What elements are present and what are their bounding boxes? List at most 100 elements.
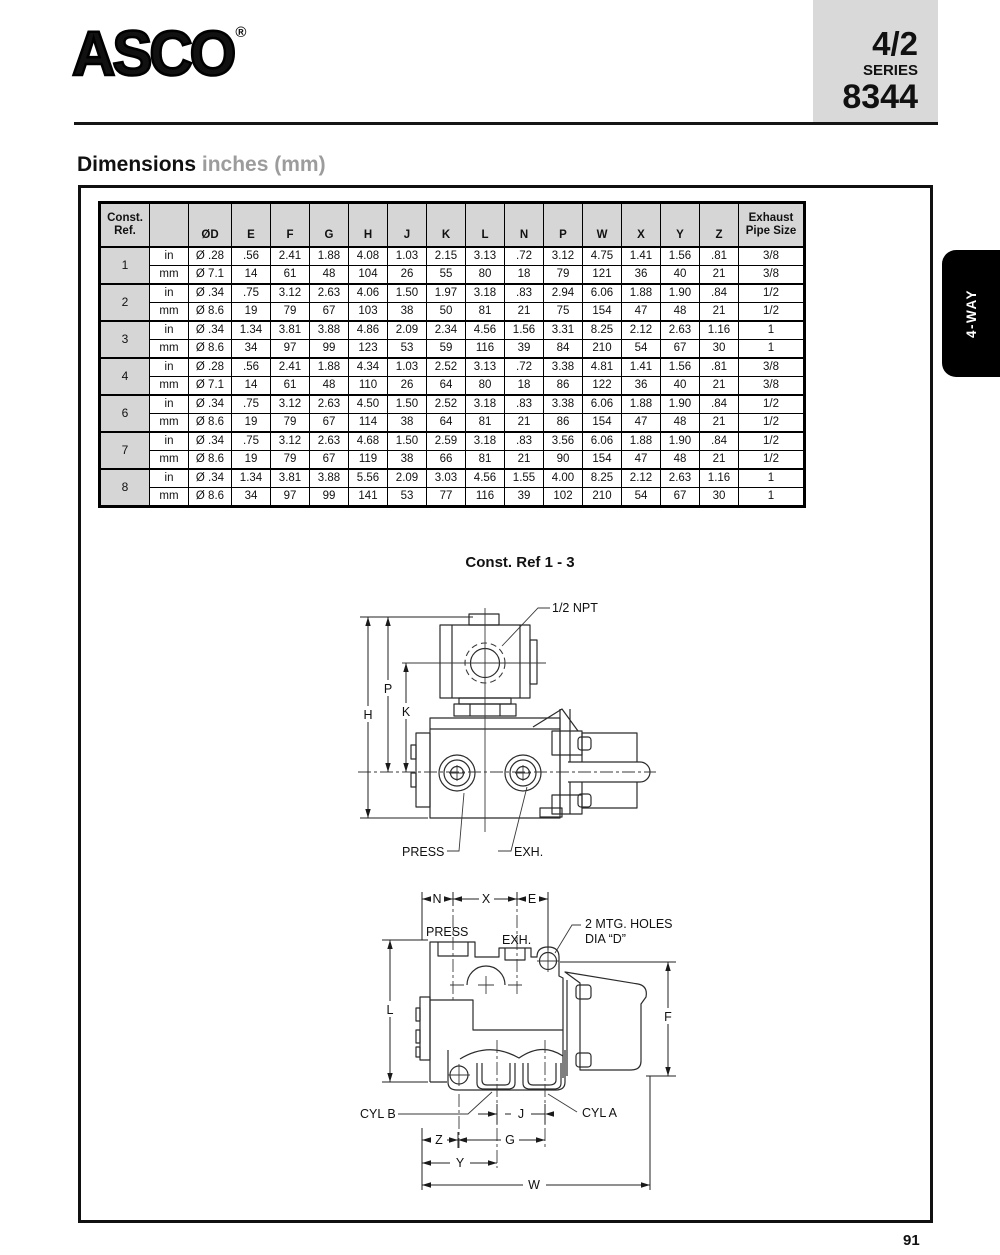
value-cell: 40	[660, 376, 700, 396]
value-cell: 1/2	[738, 302, 805, 322]
value-cell: 1.16	[699, 468, 739, 488]
column-header: L	[465, 202, 505, 248]
value-cell: 210	[582, 487, 622, 507]
value-cell: 75	[543, 302, 583, 322]
port-press	[438, 754, 476, 792]
const-ref-cell: 3	[99, 320, 150, 359]
value-cell: 48	[309, 265, 349, 285]
column-header: F	[270, 202, 310, 248]
mtg-holes-label-line2: DIA “D”	[585, 932, 626, 946]
value-cell: 47	[621, 450, 661, 470]
value-cell: 14	[231, 376, 271, 396]
value-cell: 26	[387, 265, 427, 285]
value-cell: 154	[582, 450, 622, 470]
column-header: W	[582, 202, 622, 248]
value-cell: 50	[426, 302, 466, 322]
value-cell: 3.81	[270, 320, 310, 340]
value-cell: 1/2	[738, 450, 805, 470]
registered-trademark-symbol: ®	[235, 24, 247, 41]
value-cell: 59	[426, 339, 466, 359]
value-cell: 1	[738, 339, 805, 359]
value-cell: 99	[309, 487, 349, 507]
value-cell: 81	[465, 413, 505, 433]
value-cell: 61	[270, 376, 310, 396]
value-cell: 3.88	[309, 320, 349, 340]
value-cell: 79	[543, 265, 583, 285]
value-cell: 48	[660, 302, 700, 322]
const-ref-cell: 4	[99, 357, 150, 396]
value-cell: Ø 8.6	[188, 413, 232, 433]
value-cell: 3.12	[270, 283, 310, 303]
column-header: K	[426, 202, 466, 248]
value-cell: 21	[699, 376, 739, 396]
value-cell: 3.13	[465, 357, 505, 377]
value-cell: Ø .34	[188, 394, 232, 414]
value-cell: 104	[348, 265, 388, 285]
value-cell: 2.63	[660, 320, 700, 340]
value-cell: 3/8	[738, 265, 805, 285]
value-cell: Ø .28	[188, 357, 232, 377]
value-cell: 39	[504, 339, 544, 359]
value-cell: 36	[621, 265, 661, 285]
value-cell: 21	[699, 413, 739, 433]
value-cell: .81	[699, 357, 739, 377]
exh-label-top: EXH.	[502, 933, 531, 947]
value-cell: 1.50	[387, 431, 427, 451]
value-cell: 6.06	[582, 394, 622, 414]
value-cell: 97	[270, 487, 310, 507]
value-cell: .72	[504, 246, 544, 266]
value-cell: 4.68	[348, 431, 388, 451]
unit-cell: mm	[149, 487, 189, 507]
value-cell: 1/2	[738, 431, 805, 451]
value-cell: 26	[387, 376, 427, 396]
value-cell: 1.56	[660, 246, 700, 266]
page-number: 91	[903, 1232, 920, 1249]
value-cell: 3.81	[270, 468, 310, 488]
value-cell: 116	[465, 487, 505, 507]
value-cell: 54	[621, 487, 661, 507]
value-cell: 30	[699, 339, 739, 359]
value-cell: .75	[231, 283, 271, 303]
value-cell: 1.97	[426, 283, 466, 303]
value-cell: 1.88	[621, 283, 661, 303]
value-cell: 53	[387, 487, 427, 507]
value-cell: 3.12	[270, 431, 310, 451]
column-header: G	[309, 202, 349, 248]
value-cell: 21	[504, 302, 544, 322]
value-cell: Ø .34	[188, 431, 232, 451]
valve-front-view-drawing: H P K 1/2 NPT PRESS EXH.	[358, 601, 656, 859]
value-cell: 4.34	[348, 357, 388, 377]
value-cell: 119	[348, 450, 388, 470]
section-title: Dimensions	[77, 153, 197, 176]
value-cell: 1.03	[387, 246, 427, 266]
value-cell: 66	[426, 450, 466, 470]
value-cell: 2.09	[387, 468, 427, 488]
value-cell: 1.88	[621, 431, 661, 451]
value-cell: 84	[543, 339, 583, 359]
value-cell: 21	[699, 265, 739, 285]
value-cell: 86	[543, 413, 583, 433]
value-cell: .83	[504, 283, 544, 303]
unit-cell: mm	[149, 376, 189, 396]
value-cell: 79	[270, 450, 310, 470]
drawing1-title: Const. Ref 1 - 3	[465, 554, 575, 571]
value-cell: 67	[309, 450, 349, 470]
value-cell: 1.56	[660, 357, 700, 377]
value-cell: 48	[660, 450, 700, 470]
value-cell: .72	[504, 357, 544, 377]
unit-cell: in	[149, 431, 189, 451]
const-ref-cell: 6	[99, 394, 150, 433]
dim-label-k: K	[402, 705, 411, 719]
value-cell: Ø 8.6	[188, 487, 232, 507]
cyl-a-label: CYL A	[582, 1106, 618, 1120]
port-exh	[504, 754, 542, 792]
value-cell: 64	[426, 413, 466, 433]
value-cell: 99	[309, 339, 349, 359]
dim-label-g: G	[505, 1133, 515, 1147]
const-ref-cell: 2	[99, 283, 150, 322]
value-cell: 21	[699, 450, 739, 470]
asco-logo: ASCO ®	[71, 21, 247, 87]
